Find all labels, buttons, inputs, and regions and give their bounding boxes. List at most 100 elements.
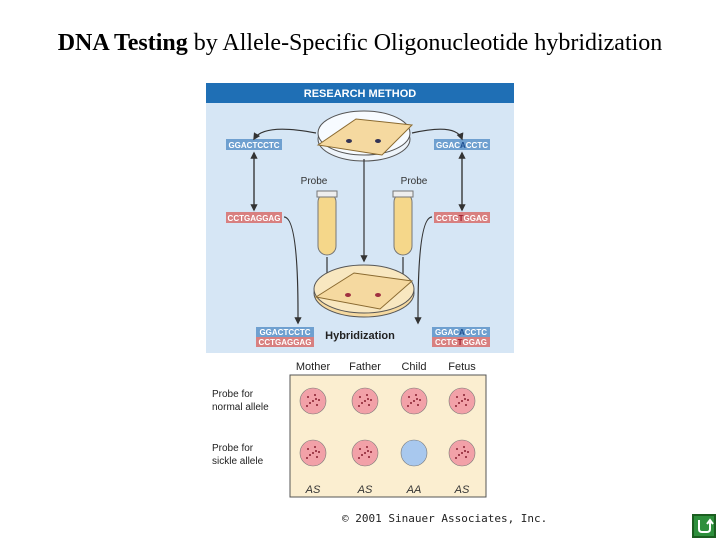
test-tube-right [392,190,414,256]
hybridization-dish [313,264,415,318]
genotype-child: AA [406,484,422,496]
result-speck [306,457,308,459]
result-dots [299,387,476,467]
result-speck [366,446,368,448]
result-speck [464,398,466,400]
result-speck [306,405,308,407]
result-speck [463,394,465,396]
result-speck [456,396,458,398]
svg-text:GGACACCTC: GGACACCTC [435,328,487,337]
svg-text:CCTGAGGAG: CCTGAGGAG [228,214,281,223]
result-speck [312,452,314,454]
result-speck [316,456,318,458]
result-speck [358,405,360,407]
probe-left-label: Probe [301,176,328,187]
result-speck [312,400,314,402]
row2-label-a: Probe for [212,443,254,454]
hyb-left: GGACTCCTC CCTGAGGAG [256,327,314,347]
svg-text:CCTGAGGAG: CCTGAGGAG [259,338,312,347]
result-speck [367,450,369,452]
seq-normal-top: GGACTCCTC [226,139,282,150]
result-speck [408,396,410,398]
row1-label-a: Probe for [212,389,254,400]
figure-svg: RESEARCH METHOD GGACTCCTC GGACACCTC CCTG… [206,83,514,498]
header-bar [206,83,514,103]
col-fetus: Fetus [448,361,476,373]
return-arrow-icon[interactable] [692,514,716,538]
result-speck [464,450,466,452]
result-speck [314,446,316,448]
result-speck [318,451,320,453]
result-speck [419,399,421,401]
svg-text:CCTGTGGAG: CCTGTGGAG [435,338,487,347]
result-speck [359,396,361,398]
svg-text:GGACTCCTC: GGACTCCTC [259,328,310,337]
result-speck [309,454,311,456]
result-speck [307,396,309,398]
hyb-right: GGACACCTC CCTGTGGAG [432,327,490,347]
svg-text:GGACTCCTC: GGACTCCTC [228,141,279,150]
svg-text:GGACACCTC: GGACACCTC [436,141,488,150]
result-speck [307,448,309,450]
svg-text:CCTGTGGAG: CCTGTGGAG [436,214,488,223]
col-child: Child [401,361,426,373]
row2-label-b: sickle allele [212,456,264,467]
result-speck [413,400,415,402]
result-speck [465,456,467,458]
result-speck [467,399,469,401]
result-speck [370,399,372,401]
result-speck [416,398,418,400]
result-speck [315,450,317,452]
result-speck [315,398,317,400]
result-speck [368,456,370,458]
result-speck [314,394,316,396]
result-speck [367,398,369,400]
slide-title: DNA Testing by Allele-Specific Oligonucl… [0,30,720,57]
result-speck [458,402,460,404]
genotype-father: AS [357,484,373,496]
result-speck [465,404,467,406]
header-label: RESEARCH METHOD [304,88,417,100]
test-tube-left [316,190,338,256]
seq-sickle-probe: CCTGTGGAG [434,212,490,223]
result-speck [455,457,457,459]
hybridization-label: Hybridization [325,330,395,342]
result-speck [364,452,366,454]
col-mother: Mother [296,361,331,373]
result-speck [461,452,463,454]
result-speck [410,402,412,404]
result-speck [415,394,417,396]
result-speck [461,400,463,402]
result-speck [458,454,460,456]
result-speck [364,400,366,402]
result-speck [358,457,360,459]
probe-right-label: Probe [401,176,428,187]
genotype-mother: AS [305,484,321,496]
title-rest: by Allele-Specific Oligonucleotide hybri… [187,30,663,56]
result-speck [359,448,361,450]
result-speck [361,454,363,456]
row1-label-b: normal allele [212,402,269,413]
copyright-text: © 2001 Sinauer Associates, Inc. [342,512,548,525]
col-father: Father [349,361,381,373]
result-speck [455,405,457,407]
result-speck [316,404,318,406]
result-speck [417,404,419,406]
result-speck [309,402,311,404]
research-method-figure: RESEARCH METHOD GGACTCCTC GGACACCTC CCTG… [206,83,514,509]
result-speck [366,394,368,396]
return-arrow-glyph [698,518,714,533]
result-speck [370,451,372,453]
genotype-fetus: AS [454,484,470,496]
seq-normal-probe: CCTGAGGAG [226,212,282,223]
title-bold: DNA Testing [57,30,188,56]
result-speck [318,399,320,401]
result-speck [463,446,465,448]
result-speck [361,402,363,404]
result-speck [368,404,370,406]
top-dish [316,110,414,162]
seq-sickle-top: GGACACCTC [434,139,490,150]
result-dot [400,439,428,467]
result-speck [407,405,409,407]
result-speck [467,451,469,453]
